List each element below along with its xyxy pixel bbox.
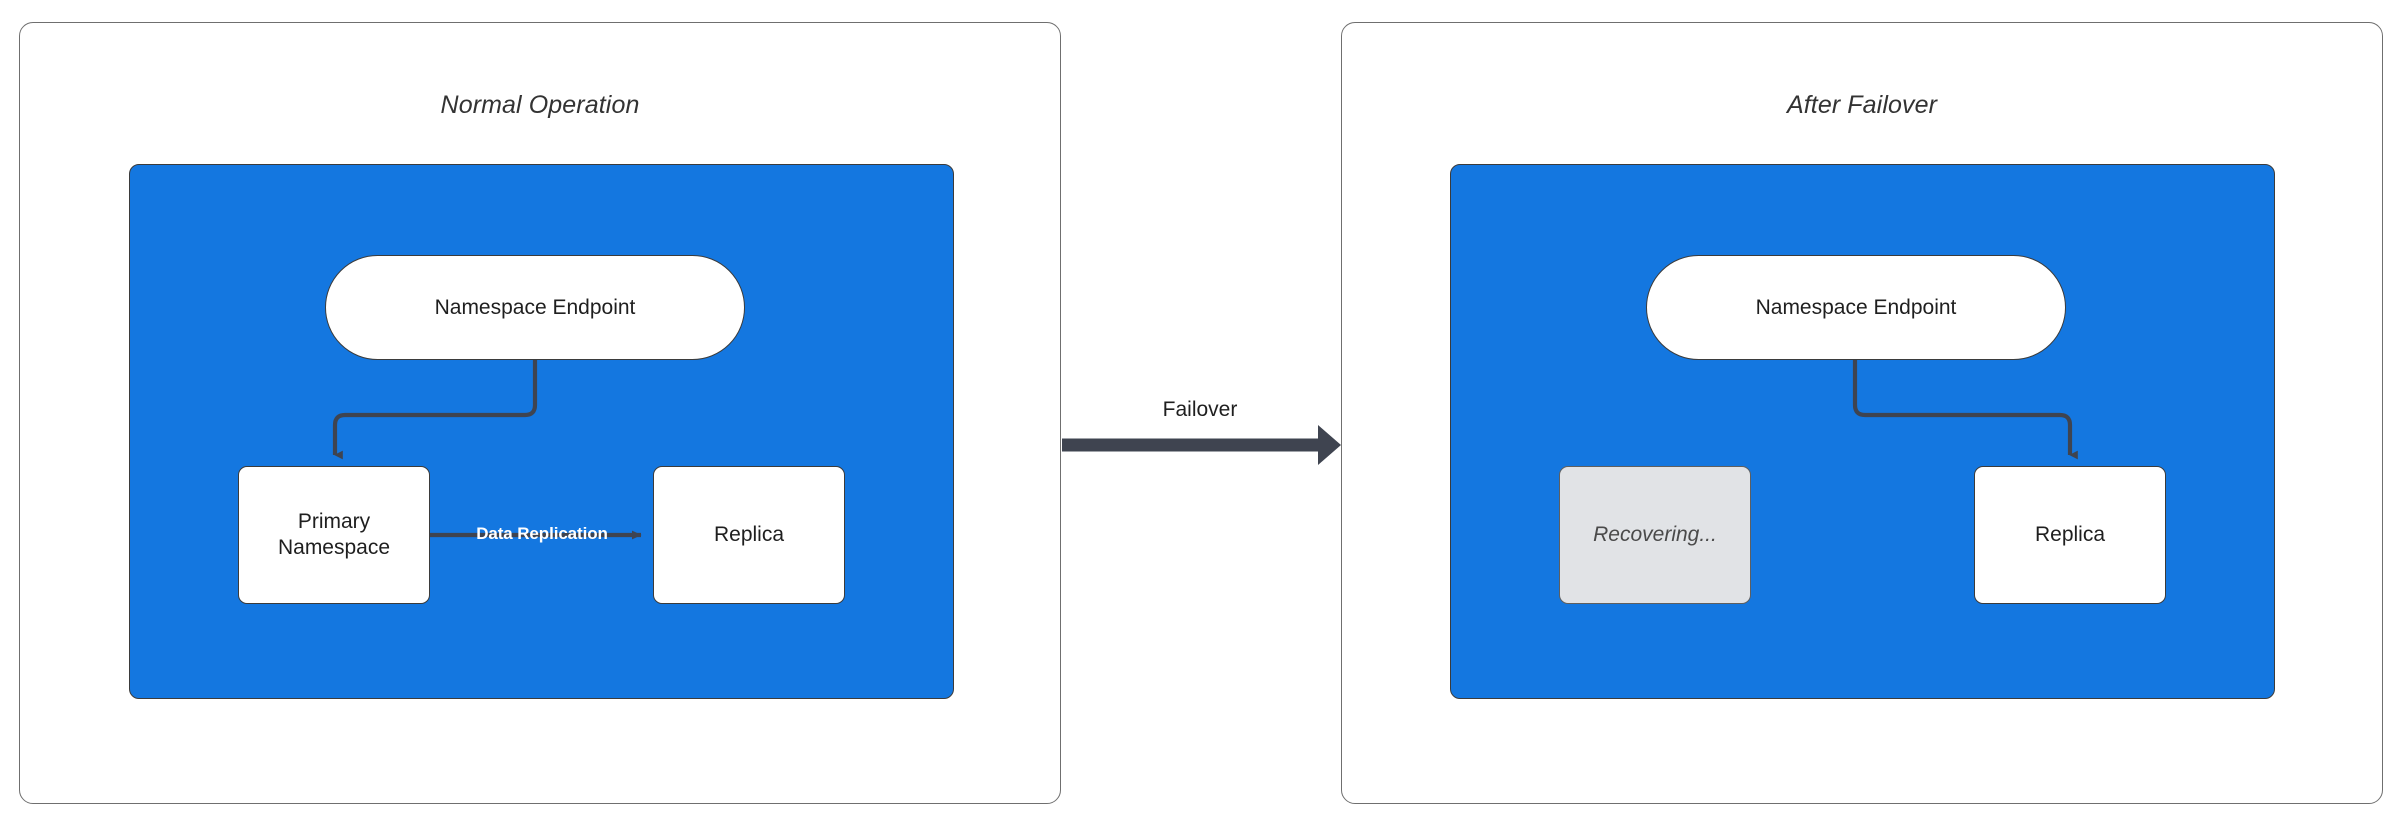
failover-arrowhead xyxy=(1318,425,1341,465)
node-replica-normal[interactable]: Replica xyxy=(653,466,845,604)
edge-label-data-replication: Data Replication xyxy=(476,524,608,543)
node-label: Replica xyxy=(713,523,785,547)
edge-endpoint-to-primary xyxy=(332,360,538,460)
edge-endpoint-to-replica xyxy=(1852,360,2078,460)
node-label: Namespace Endpoint xyxy=(1755,295,1957,319)
cluster-normal-operation xyxy=(129,164,954,699)
node-label: Recovering... xyxy=(1593,523,1717,547)
node-label: Primary Namespace xyxy=(278,509,390,560)
panel-title-normal-operation: Normal Operation xyxy=(440,91,640,119)
node-namespace-endpoint-normal[interactable]: Namespace Endpoint xyxy=(325,255,745,360)
node-label-line-2: Namespace xyxy=(277,536,391,559)
node-label: Namespace Endpoint xyxy=(434,295,636,319)
node-recovering[interactable]: Recovering... xyxy=(1559,466,1751,604)
node-namespace-endpoint-failover[interactable]: Namespace Endpoint xyxy=(1646,255,2066,360)
cluster-after-failover xyxy=(1450,164,2275,699)
node-replica-failover[interactable]: Replica xyxy=(1974,466,2166,604)
node-primary-namespace[interactable]: Primary Namespace xyxy=(238,466,430,604)
panel-title-after-failover: After Failover xyxy=(1786,91,1938,119)
node-label: Replica xyxy=(2034,523,2106,547)
edge-label-failover: Failover xyxy=(1162,398,1238,421)
node-label-line-1: Primary xyxy=(297,510,371,534)
